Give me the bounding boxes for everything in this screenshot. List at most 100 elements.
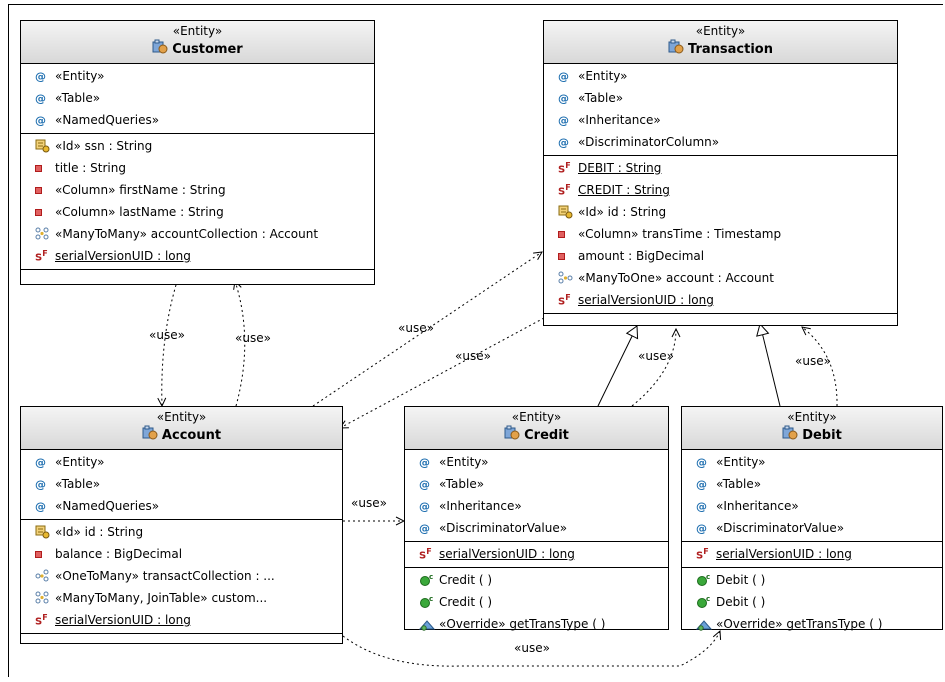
static-final-icon: SF [558,182,571,198]
annotation-row-text: «Entity» [578,69,628,83]
many-to-many-icon [35,591,55,605]
operation-row-text: «Override» getTransType ( ) [716,617,883,631]
annotation-row[interactable]: @«NamedQueries» [21,495,342,517]
use-link-debit-transaction [802,327,838,407]
class-name: Credit [504,425,569,445]
annotation-row-text: «Table» [55,91,101,105]
annotation-row[interactable]: @«Inheritance» [405,495,668,517]
constructor-icon: c [696,573,716,587]
attribute-row[interactable]: title : String [21,157,374,179]
class-name-text: Account [161,427,222,443]
annotation-row[interactable]: @«Entity» [682,451,942,473]
annotation-row-text: «DiscriminatorColumn» [578,135,720,149]
annotations-section: @«Entity»@«Table»@«Inheritance»@«Discrim… [405,450,668,542]
diagram-frame [8,4,943,677]
annotation-row[interactable]: @«Entity» [405,451,668,473]
class-customer[interactable]: «Entity»Customer@«Entity»@«Table»@«Named… [20,20,375,285]
svg-text:c: c [429,595,433,603]
operation-row[interactable]: c Credit ( ) [405,591,668,613]
operation-row[interactable]: «Override» getTransType ( ) [682,613,942,635]
use-label: «use» [235,331,271,345]
annotation-icon: @ [35,499,46,513]
attribute-row[interactable]: «Column» lastName : String [21,201,374,223]
use-link-customer-account [162,284,177,406]
constructor-icon: c [419,595,439,609]
attribute-row-text: DEBIT : String [578,161,662,175]
operations-section [544,314,897,329]
override-method-icon [419,617,439,631]
annotation-row[interactable]: @«Table» [21,87,374,109]
operation-row[interactable]: «Override» getTransType ( ) [405,613,668,635]
annotation-row[interactable]: @«NamedQueries» [21,109,374,131]
annotation-row-text: «DiscriminatorValue» [716,521,845,535]
one-to-many-icon [35,569,55,583]
attribute-row[interactable]: «Column» firstName : String [21,179,374,201]
attribute-row-text: «OneToMany» transactCollection : ... [55,569,275,583]
class-credit[interactable]: «Entity»Credit@«Entity»@«Table»@«Inherit… [404,406,669,631]
attribute-row[interactable]: balance : BigDecimal [21,543,342,565]
private-field-icon [558,230,578,238]
attribute-row[interactable]: «ManyToMany» accountCollection : Account [21,223,374,245]
attribute-row[interactable]: amount : BigDecimal [544,245,897,267]
attribute-row[interactable]: «Column» transTime : Timestamp [544,223,897,245]
annotations-section: @«Entity»@«Table»@«Inheritance»@«Discrim… [682,450,942,542]
class-header: «Entity»Transaction [544,21,897,64]
class-debit[interactable]: «Entity»Debit@«Entity»@«Table»@«Inherita… [681,406,943,631]
static-final-icon: SF [35,612,48,628]
annotation-row[interactable]: @«Inheritance» [682,495,942,517]
operation-row-text: Credit ( ) [439,595,493,609]
annotation-row[interactable]: @«Inheritance» [544,109,897,131]
attribute-row[interactable]: «Id» id : String [544,201,897,223]
attribute-row-text: serialVersionUID : long [439,547,575,561]
class-transaction[interactable]: «Entity»Transaction@«Entity»@«Table»@«In… [543,20,898,326]
attribute-row-text: «Column» transTime : Timestamp [578,227,782,241]
annotation-icon: @ [558,91,569,105]
annotation-row[interactable]: @«Entity» [21,65,374,87]
attribute-row[interactable]: «ManyToOne» account : Account [544,267,897,289]
attribute-row-text: «ManyToOne» account : Account [578,271,774,285]
use-label: «use» [638,349,674,363]
annotation-row[interactable]: @«Table» [405,473,668,495]
use-label: «use» [455,349,491,363]
entity-class-icon [668,39,684,59]
annotation-row[interactable]: @«DiscriminatorValue» [405,517,668,539]
annotation-row[interactable]: @«Entity» [21,451,342,473]
many-to-one-icon [558,271,578,285]
annotation-row[interactable]: @«Table» [544,87,897,109]
class-name-text: Debit [802,427,842,443]
annotation-row[interactable]: @«Table» [682,473,942,495]
annotation-row[interactable]: @«Table» [21,473,342,495]
annotation-row[interactable]: @«Entity» [544,65,897,87]
class-stereotype: «Entity» [172,24,223,38]
attribute-row[interactable]: «Id» id : String [21,521,342,543]
annotation-row-text: «NamedQueries» [55,113,160,127]
attribute-row-text: «Column» lastName : String [55,205,224,219]
annotations-section: @«Entity»@«Table»@«Inheritance»@«Discrim… [544,64,897,156]
attribute-row[interactable]: «ManyToMany, JoinTable» custom... [21,587,342,609]
use-label: «use» [514,641,550,655]
annotation-row[interactable]: @«DiscriminatorColumn» [544,131,897,153]
attribute-row[interactable]: «Id» ssn : String [21,135,374,157]
entity-class-icon [782,425,798,445]
class-stereotype: «Entity» [156,410,207,424]
attribute-row[interactable]: «OneToMany» transactCollection : ... [21,565,342,587]
class-account[interactable]: «Entity» Account @«Entity»@«Table»@«NamedQ… [20,406,343,644]
attribute-row-text: amount : BigDecimal [578,249,705,263]
operations-section [21,270,374,285]
annotation-row[interactable]: @«DiscriminatorValue» [682,517,942,539]
id-key-icon [558,205,578,219]
static-final-icon: SF [696,546,709,562]
id-key-icon [35,525,55,539]
